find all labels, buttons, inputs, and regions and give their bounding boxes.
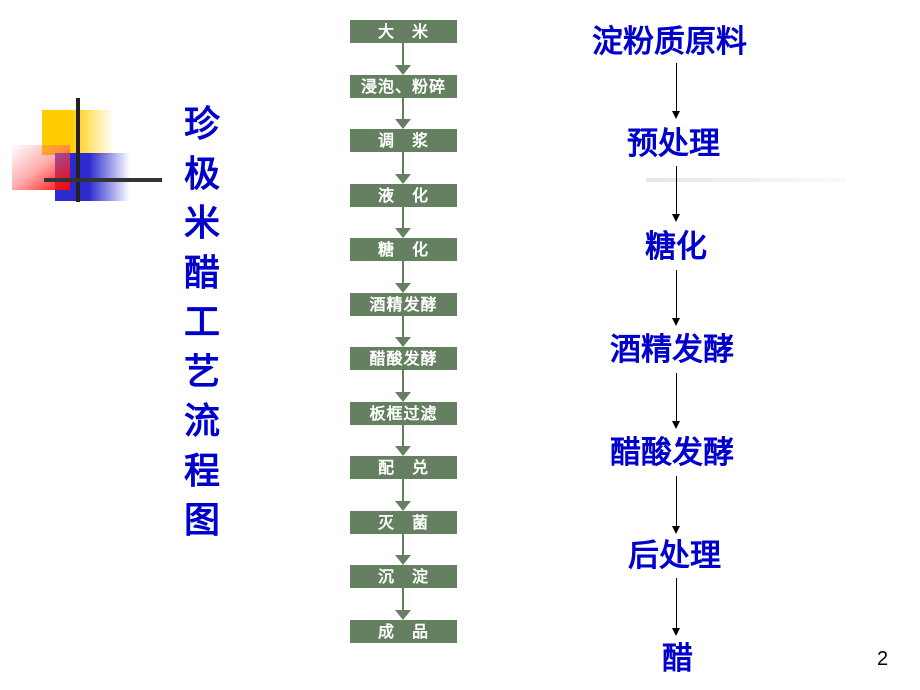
arrow-down-icon (395, 174, 411, 184)
slide-title: 珍 极 米 醋 工 艺 流 程 图 (180, 100, 224, 546)
flow-step-plate-filtration: 板框过滤 (350, 402, 457, 425)
flow-step-saccharification: 糖 化 (350, 238, 457, 261)
arrow-down-icon (672, 526, 680, 534)
flow-step-soak-grind: 浸泡、粉碎 (350, 75, 457, 98)
title-char: 程 (183, 450, 220, 492)
red-square-shape (12, 145, 70, 190)
flow-connector (402, 479, 404, 501)
page-number: 2 (877, 648, 889, 670)
flow-connector (402, 152, 404, 174)
flow-step-liquefaction: 液 化 (350, 184, 457, 207)
arrow-down-icon (395, 119, 411, 129)
title-char: 艺 (183, 351, 220, 393)
process-step-vinegar: 醋 (662, 641, 693, 677)
process-arrow-line (676, 476, 677, 526)
process-arrow-line (676, 578, 677, 628)
arrow-down-icon (672, 318, 680, 326)
decorative-logo (0, 0, 180, 220)
arrow-down-icon (395, 501, 411, 511)
flow-connector (402, 261, 404, 283)
process-step-pretreatment: 预处理 (627, 126, 720, 162)
arrow-down-icon (395, 392, 411, 402)
flow-step-slurry: 调 浆 (350, 129, 457, 152)
process-arrow-line (676, 270, 677, 320)
title-char: 图 (183, 500, 220, 541)
arrow-down-icon (672, 111, 680, 119)
title-char: 珍 (183, 104, 220, 145)
arrow-down-icon (395, 283, 411, 293)
flow-step-sedimentation: 沉 淀 (350, 565, 457, 588)
process-step-alcohol-fermentation: 酒精发酵 (610, 332, 734, 368)
horizontal-line-shape (44, 178, 162, 182)
arrow-down-icon (395, 610, 411, 620)
arrow-down-icon (395, 65, 411, 75)
process-step-acetic-fermentation: 醋酸发酵 (610, 435, 734, 471)
vertical-line-shape (76, 98, 80, 202)
flow-step-alcohol-fermentation: 酒精发酵 (350, 293, 457, 316)
flow-step-rice: 大 米 (350, 20, 457, 43)
arrow-down-icon (395, 555, 411, 565)
arrow-down-icon (672, 421, 680, 429)
flow-connector (402, 98, 404, 119)
flow-step-finished-product: 成 品 (350, 620, 457, 643)
title-char: 流 (183, 401, 220, 442)
flow-connector (402, 370, 404, 392)
title-char: 工 (183, 302, 220, 343)
flow-connector (402, 534, 404, 555)
process-step-post-treatment: 后处理 (628, 538, 721, 574)
process-arrow-line (676, 166, 677, 215)
process-step-saccharification: 糖化 (645, 229, 707, 265)
arrow-down-icon (395, 228, 411, 238)
title-char: 极 (183, 153, 220, 195)
flow-connector (402, 207, 404, 228)
flow-connector (402, 588, 404, 610)
arrow-down-icon (672, 628, 680, 636)
flow-step-acetic-fermentation: 醋酸发酵 (350, 347, 457, 370)
flow-step-blending: 配 兑 (350, 456, 457, 479)
process-step-raw-material: 淀粉质原料 (592, 24, 747, 60)
flow-connector (402, 43, 404, 65)
flow-connector (402, 425, 404, 446)
flow-step-sterilization: 灭 菌 (350, 511, 457, 534)
arrow-down-icon (672, 214, 680, 222)
flow-connector (402, 316, 404, 337)
title-char: 米 (183, 203, 220, 244)
arrow-down-icon (395, 337, 411, 347)
process-arrow-line (676, 373, 677, 423)
title-char: 醋 (183, 252, 220, 294)
process-arrow-line (676, 63, 677, 111)
arrow-down-icon (395, 446, 411, 456)
shadow-divider (646, 178, 846, 182)
